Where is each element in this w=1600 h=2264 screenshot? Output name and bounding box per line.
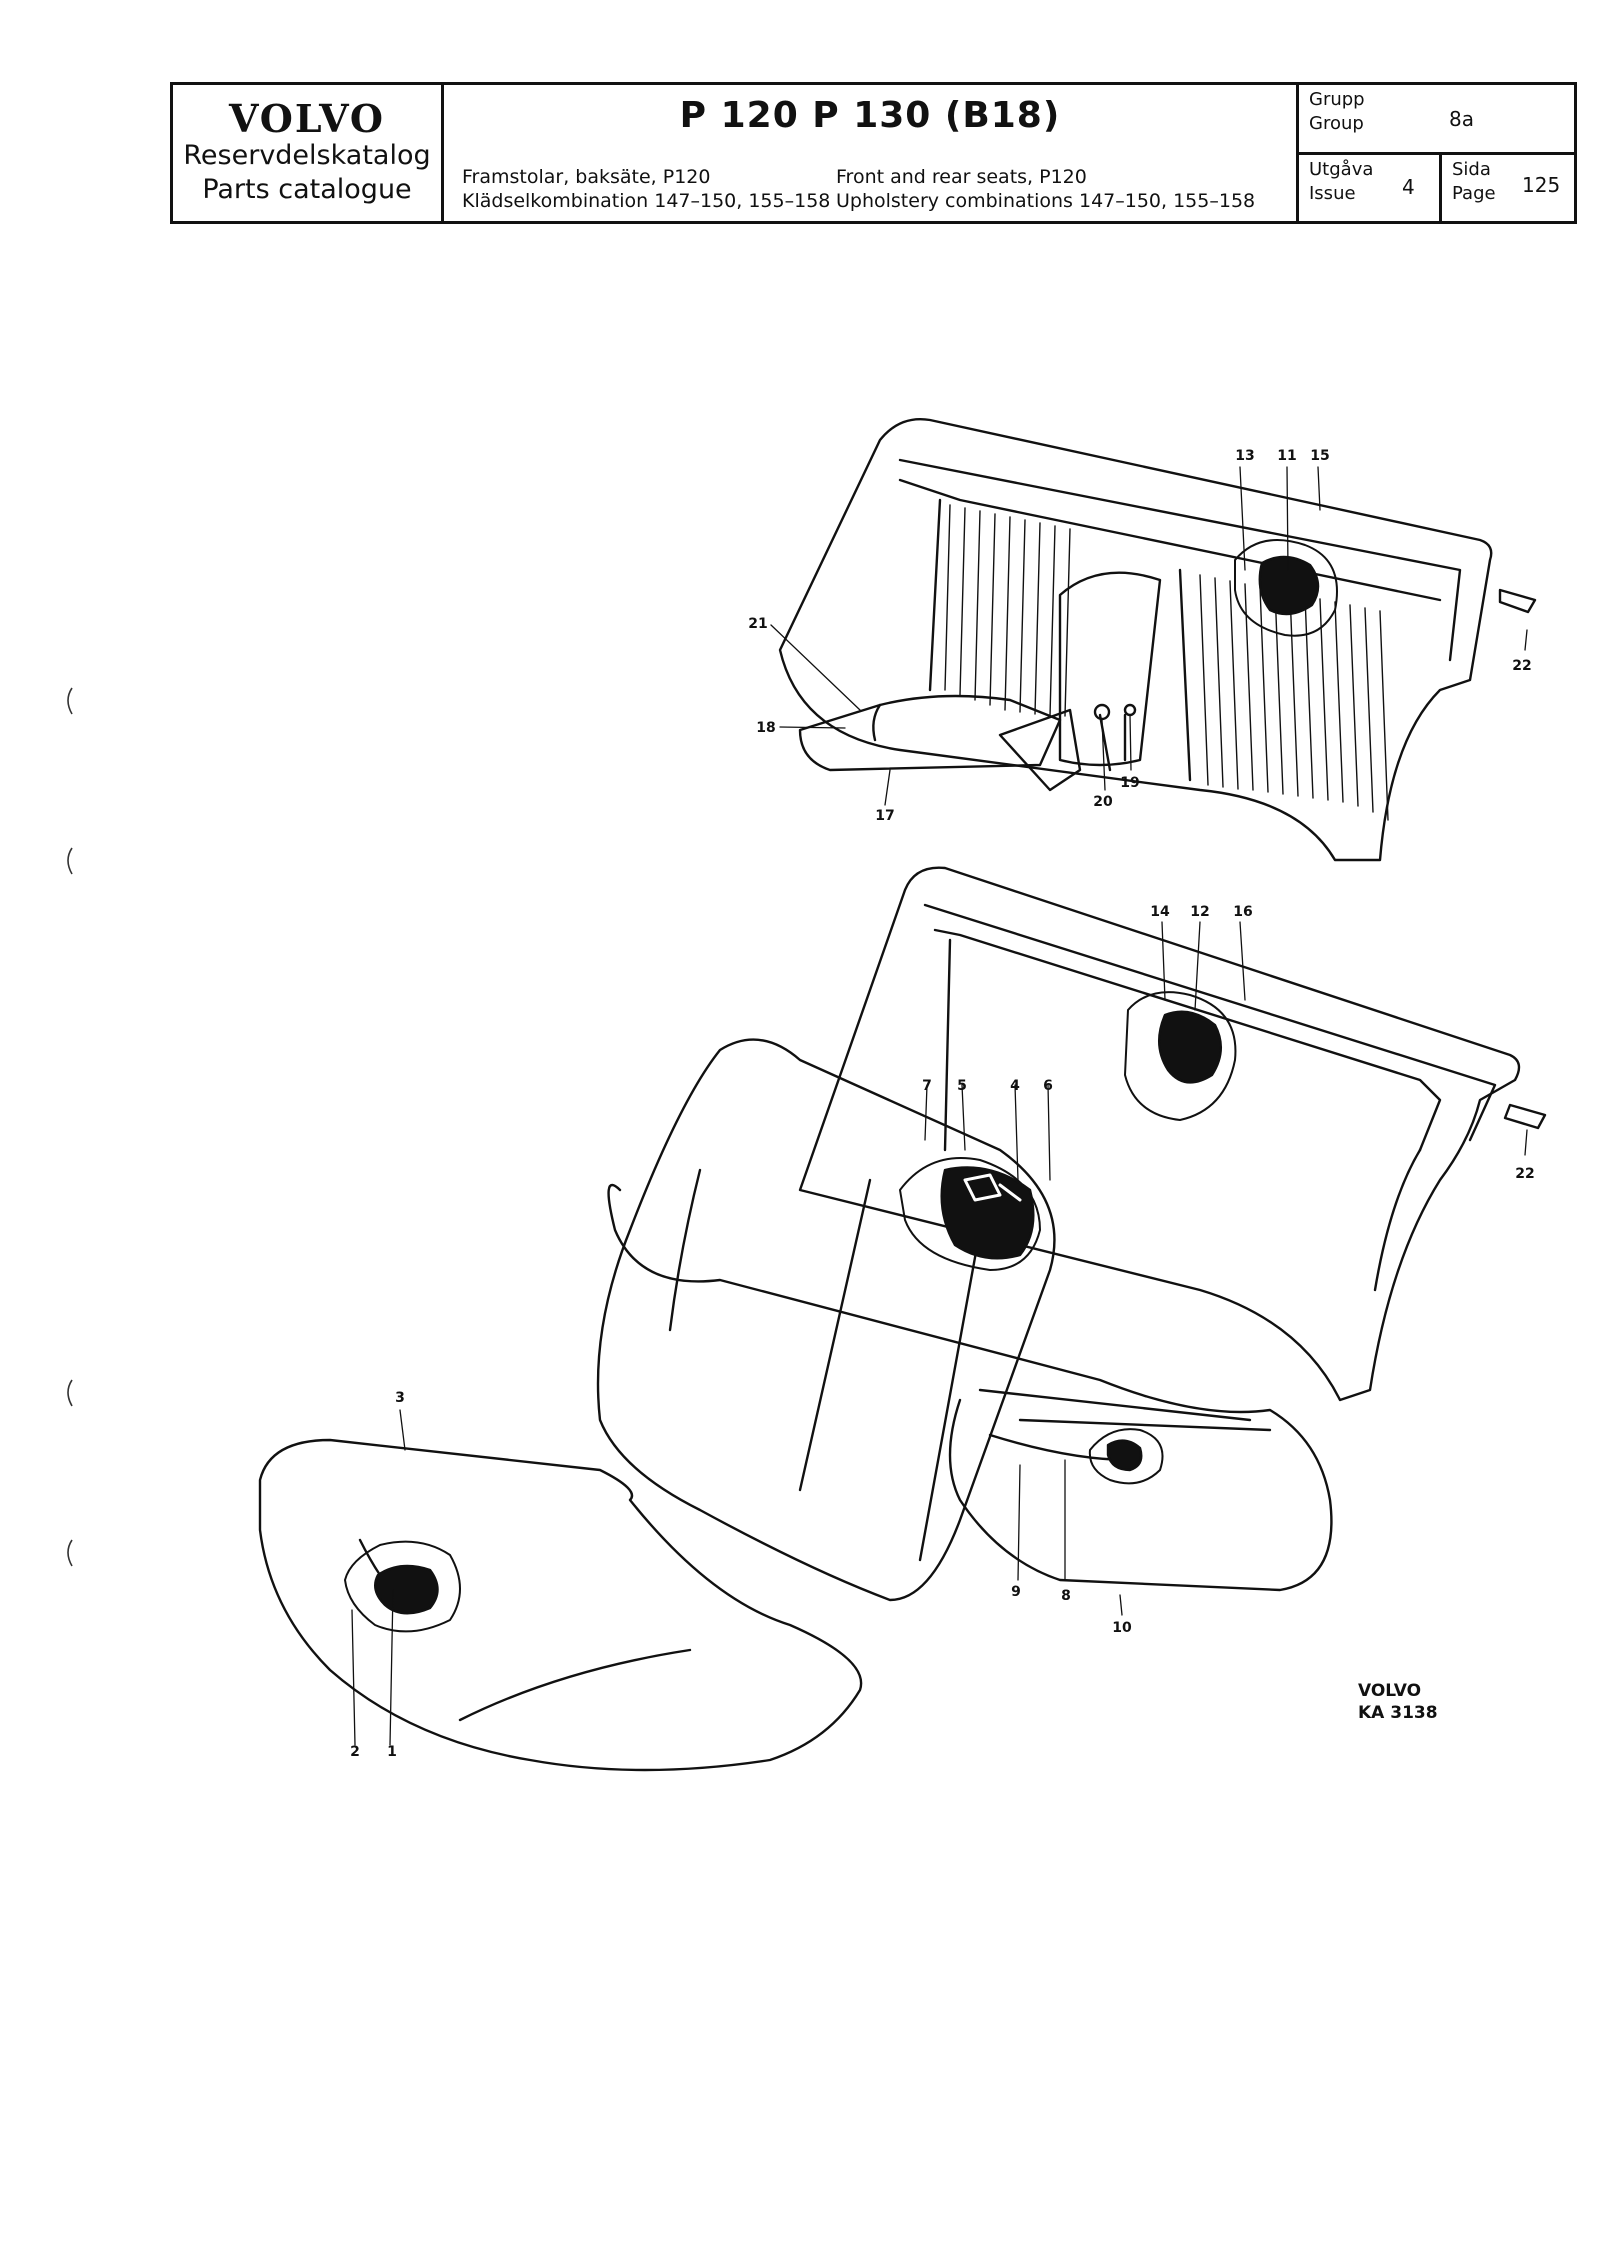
page-cell: Sida Page 125: [1442, 155, 1574, 222]
volvo-logo: VOLVO: [228, 96, 386, 142]
description-en-line2: Upholstery combinations 147–150, 155–158: [836, 190, 1256, 212]
callout-10: 10: [1112, 1620, 1132, 1636]
callout-21: 21: [748, 616, 767, 632]
title-block: VOLVO Reservdelskatalog Parts catalogue …: [170, 82, 1577, 224]
catalog-title-en: Parts catalogue: [202, 173, 412, 205]
callout-19: 19: [1120, 775, 1139, 791]
callout-6: 6: [1043, 1078, 1053, 1094]
callout-20: 20: [1093, 794, 1113, 810]
catalog-title-sv: Reservdelskatalog: [183, 140, 431, 172]
callout-5: 5: [957, 1078, 967, 1094]
callout-22-top: 22: [1512, 658, 1531, 674]
description-cell: P 120 P 130 (B18) Framstolar, baksäte, P…: [444, 85, 1299, 221]
issue-value: 4: [1402, 174, 1415, 199]
page-value: 125: [1522, 172, 1561, 197]
callout-13: 13: [1235, 448, 1254, 464]
rear-backrest-middle: [798, 866, 1547, 1402]
figure-reference: VOLVO KA 3138: [1358, 1680, 1438, 1724]
callout-12: 12: [1190, 904, 1209, 920]
front-backrest: [596, 1038, 1056, 1602]
model-title: P 120 P 130 (B18): [679, 95, 1061, 136]
callout-18: 18: [756, 720, 775, 736]
callout-1: 1: [387, 1744, 397, 1760]
callout-14: 14: [1150, 904, 1170, 920]
page-label-en: Page: [1452, 182, 1496, 204]
group-label-sv: Grupp: [1309, 89, 1365, 110]
description-sv-line1: Framstolar, baksäte, P120: [462, 166, 711, 188]
callout-3: 3: [395, 1390, 405, 1406]
issue-label-sv: Utgåva: [1309, 158, 1374, 180]
callout-22-bottom: 22: [1515, 1166, 1534, 1182]
figure-ref-brand: VOLVO: [1358, 1681, 1422, 1701]
callout-17: 17: [875, 808, 894, 824]
callout-2: 2: [350, 1744, 360, 1760]
callout-15: 15: [1310, 448, 1329, 464]
callout-7: 7: [922, 1078, 932, 1094]
front-cushion: [258, 1438, 863, 1772]
callout-16: 16: [1233, 904, 1252, 920]
rear-backrest-top: [778, 418, 1537, 862]
issue-cell: Utgåva Issue 4: [1299, 154, 1442, 221]
group-label-en: Group: [1309, 113, 1364, 134]
description-sv: Framstolar, baksäte, P120 Klädselkombina…: [462, 165, 830, 213]
figure-ref-code: KA 3138: [1358, 1703, 1438, 1723]
group-value: 8a: [1449, 107, 1474, 131]
callout-9: 9: [1011, 1584, 1021, 1600]
callout-11: 11: [1277, 448, 1296, 464]
group-cell: Grupp Group 8a: [1299, 85, 1574, 155]
description-en-line1: Front and rear seats, P120: [836, 166, 1087, 188]
rear-cushion: [607, 1183, 1333, 1592]
issue-page-row: Utgåva Issue 4 Sida Page 125: [1299, 154, 1574, 222]
meta-cell: Grupp Group 8a Utgåva Issue 4 Sida Page …: [1299, 85, 1574, 221]
callout-4: 4: [1010, 1078, 1020, 1094]
callout-8: 8: [1061, 1588, 1071, 1604]
issue-label-en: Issue: [1309, 182, 1356, 204]
leader-lines: [351, 466, 1528, 1746]
margin-marks: [67, 687, 73, 1567]
brand-cell: VOLVO Reservdelskatalog Parts catalogue: [173, 85, 444, 221]
page-label-sv: Sida: [1452, 158, 1491, 180]
description-sv-line2: Klädselkombination 147–150, 155–158: [462, 190, 831, 212]
description-en: Front and rear seats, P120 Upholstery co…: [836, 165, 1255, 213]
